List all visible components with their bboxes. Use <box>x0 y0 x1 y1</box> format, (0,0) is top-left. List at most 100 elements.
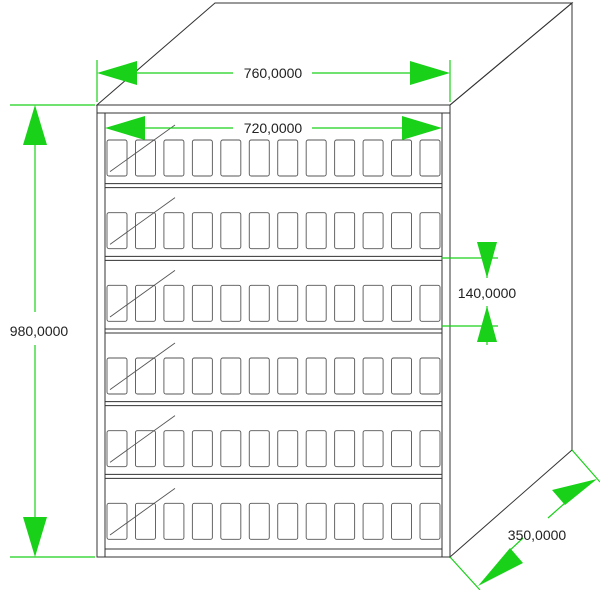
cabinet-body <box>95 1 574 559</box>
shelves-group <box>105 124 442 540</box>
slot <box>191 139 213 177</box>
slot <box>106 357 128 395</box>
slot <box>419 502 441 540</box>
slot <box>362 502 384 540</box>
shelf <box>106 124 441 177</box>
cabinet-front <box>96 104 451 558</box>
arrow-left <box>97 61 137 85</box>
slot <box>305 502 327 540</box>
slot <box>277 357 299 395</box>
slot <box>362 212 384 250</box>
slot <box>391 212 412 250</box>
glass-reflection-line <box>109 342 176 391</box>
slot <box>163 284 185 322</box>
slot <box>277 430 299 468</box>
slot <box>135 284 156 322</box>
cabinet-side-face <box>449 1 573 559</box>
slot <box>305 357 327 395</box>
slot <box>419 430 441 468</box>
slot <box>391 502 412 540</box>
slot <box>391 139 412 177</box>
glass-reflection-line <box>109 269 176 318</box>
slot <box>334 284 356 322</box>
height-label: 980,0000 <box>10 323 69 339</box>
dimension-shelf-spacing: 140,0000 <box>442 242 516 345</box>
slot <box>334 139 356 177</box>
slot <box>163 139 185 177</box>
slot <box>220 139 242 177</box>
arrow-up <box>23 105 47 145</box>
slot <box>362 430 384 468</box>
slot <box>305 430 327 468</box>
slot <box>334 212 356 250</box>
slot <box>220 357 242 395</box>
slot <box>391 430 412 468</box>
glass-reflection-line <box>109 124 176 173</box>
slot <box>419 139 441 177</box>
slot <box>220 430 242 468</box>
slot <box>220 284 242 322</box>
arrow-right <box>402 116 442 140</box>
depth-label: 350,0000 <box>508 527 567 543</box>
shelf <box>105 401 442 468</box>
slot <box>277 284 299 322</box>
slot <box>163 502 185 540</box>
glass-reflection-line <box>109 197 176 245</box>
slot <box>191 502 213 540</box>
slot <box>334 502 356 540</box>
dimension-height: 980,0000 <box>10 104 95 558</box>
slot <box>362 139 384 177</box>
outer-width-label: 760,0000 <box>244 65 303 81</box>
slot <box>135 502 156 540</box>
slot <box>106 430 128 468</box>
dimension-inner-width: 720,0000 <box>105 116 442 140</box>
arrow-down-left <box>478 548 523 586</box>
arrow-up-right <box>552 479 597 505</box>
shelf-spacing-label: 140,0000 <box>458 285 517 301</box>
slot <box>191 357 213 395</box>
slot <box>419 357 441 395</box>
slot <box>106 139 128 177</box>
arrow-down <box>23 517 47 557</box>
slot <box>191 212 213 250</box>
slot <box>163 430 185 468</box>
slot <box>248 430 270 468</box>
slot <box>277 212 299 250</box>
slot <box>135 139 156 177</box>
shelf <box>105 328 442 395</box>
slot <box>334 357 356 395</box>
slot <box>135 212 156 250</box>
slot <box>106 212 128 250</box>
slot <box>220 212 242 250</box>
slot <box>191 430 213 468</box>
slot <box>248 357 270 395</box>
slot <box>334 430 356 468</box>
arrow-up <box>477 306 497 342</box>
slot <box>106 284 128 322</box>
arrow-down <box>477 242 497 278</box>
slot <box>163 212 185 250</box>
dimension-outer-width: 760,0000 <box>96 60 451 102</box>
slot <box>106 502 128 540</box>
slot <box>305 139 327 177</box>
cabinet-top-face <box>95 2 574 106</box>
slot <box>362 284 384 322</box>
shelf <box>105 255 442 322</box>
slot <box>305 212 327 250</box>
arrow-left <box>105 116 145 140</box>
dimension-depth: 350,0000 <box>449 449 600 590</box>
slot <box>163 357 185 395</box>
slot <box>135 430 156 468</box>
slot <box>391 357 412 395</box>
shelf <box>105 473 442 540</box>
slot <box>277 139 299 177</box>
slot <box>362 357 384 395</box>
slot <box>305 284 327 322</box>
slot <box>135 357 156 395</box>
slot <box>248 139 270 177</box>
slot <box>191 284 213 322</box>
slot <box>248 502 270 540</box>
slot <box>220 502 242 540</box>
slot <box>277 502 299 540</box>
